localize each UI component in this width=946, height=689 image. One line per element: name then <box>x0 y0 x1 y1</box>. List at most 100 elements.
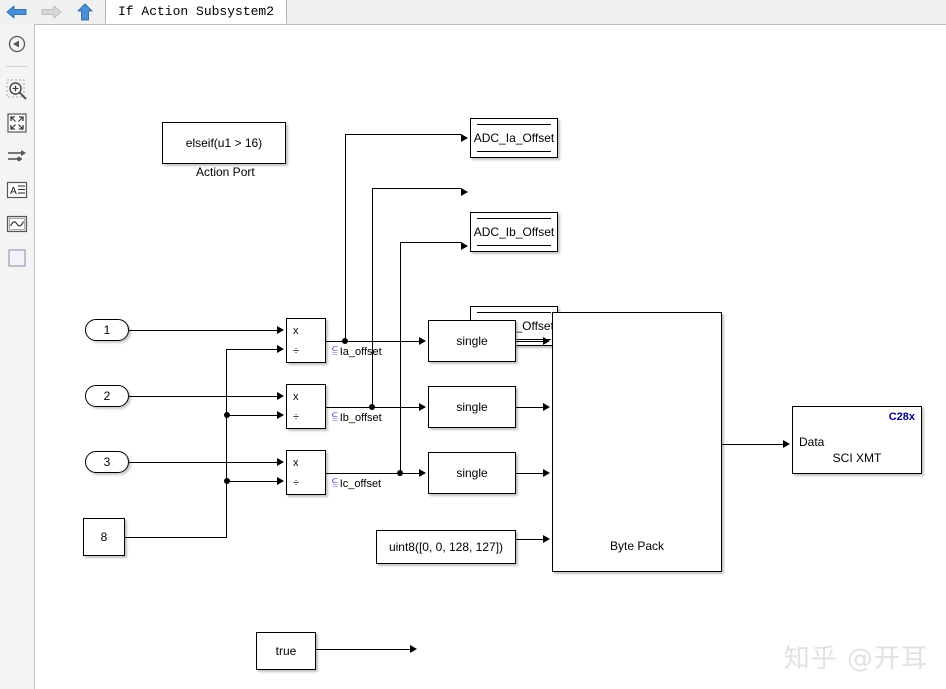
inport-3-label: 3 <box>103 455 111 469</box>
port-arrow-ib-div <box>277 411 284 419</box>
signal-label-ib-offset[interactable]: ⫅ Ib_offset <box>332 411 382 424</box>
forward-button <box>36 1 66 23</box>
inport-2[interactable]: 2 <box>85 385 129 407</box>
port-arrow-bytepack-in1 <box>543 337 550 345</box>
signal-label-text: Ia_offset <box>339 345 382 358</box>
port-arrow-bytepack-in4 <box>543 535 550 543</box>
sci-block-label: SCI XMT <box>832 451 882 465</box>
fit-to-view-icon[interactable] <box>3 109 31 137</box>
port-arrow-ib-mult <box>277 392 284 400</box>
port-arrow-conv-ic-in <box>419 469 426 477</box>
model-tab[interactable]: If Action Subsystem2 <box>105 0 288 24</box>
constant-true-value: true <box>275 644 297 658</box>
zoom-navigate-icon[interactable] <box>3 30 31 58</box>
action-port-block[interactable]: elseif(u1 > 16) <box>162 122 286 164</box>
model-canvas[interactable]: elseif(u1 > 16) Action Port ADC_Ia_Offse… <box>35 25 946 689</box>
signal-marker-icon: ⫅ <box>332 476 338 491</box>
up-to-parent-button[interactable] <box>70 1 100 23</box>
product-block-ib[interactable]: x ÷ <box>286 384 326 429</box>
dsw-bottom-rule <box>477 245 551 246</box>
conversion-type-label: single <box>456 466 488 480</box>
inport-1[interactable]: 1 <box>85 319 129 341</box>
inport-3[interactable]: 3 <box>85 451 129 473</box>
action-port-condition: elseif(u1 > 16) <box>185 136 263 150</box>
constant-true-block[interactable]: true <box>256 632 316 670</box>
port-arrow-sci-in <box>783 440 790 448</box>
signal-label-ia-offset[interactable]: ⫅ Ia_offset <box>332 345 382 358</box>
inport-2-label: 2 <box>103 389 111 403</box>
blank-block-icon[interactable] <box>3 244 31 272</box>
data-store-write-ib[interactable]: ADC_Ib_Offset <box>470 212 558 252</box>
constant-header-block[interactable]: uint8([0, 0, 128, 127]) <box>376 530 516 564</box>
port-arrow-conv-ia-in <box>419 337 426 345</box>
product-div-symbol: ÷ <box>293 411 300 423</box>
constant-divisor-value: 8 <box>100 530 108 544</box>
wire-ib-offset-riser <box>372 188 373 407</box>
port-arrow-offset-done-in <box>410 645 417 653</box>
wire-divisor-to-ib-div <box>226 415 279 416</box>
constant-divisor-block[interactable]: 8 <box>83 518 125 556</box>
product-block-ic[interactable]: x ÷ <box>286 450 326 495</box>
toolbar-divider <box>6 66 28 67</box>
wire-ia-offset-riser <box>345 134 346 341</box>
port-arrow-bytepack-in2 <box>543 403 550 411</box>
signal-routing-icon[interactable] <box>3 142 31 170</box>
wire-const8-out <box>125 537 227 538</box>
sci-xmt-block[interactable]: C28x Data SCI XMT <box>792 406 922 474</box>
wire-header-to-bytepack <box>516 539 545 540</box>
signal-marker-icon: ⫅ <box>332 410 338 425</box>
data-type-conversion-ia[interactable]: single <box>428 320 516 362</box>
port-arrow-ia-mult <box>277 326 284 334</box>
data-type-conversion-ib[interactable]: single <box>428 386 516 428</box>
junction-dot-ia-offset <box>342 338 348 344</box>
wire-ib-offset-to-dsw <box>372 188 461 189</box>
scope-icon[interactable] <box>3 210 31 238</box>
signal-label-ic-offset[interactable]: ⫅ Ic_offset <box>332 477 381 490</box>
title-bar: If Action Subsystem2 <box>0 0 946 25</box>
watermark: 知乎 @开耳 <box>783 644 928 674</box>
junction-dot-ic-offset <box>397 470 403 476</box>
signal-label-text: Ic_offset <box>339 477 382 490</box>
dsw-top-rule <box>477 218 551 219</box>
byte-pack-block[interactable]: Byte Pack <box>552 312 722 572</box>
action-port-caption: Action Port <box>196 165 255 179</box>
junction-dot-ib-offset <box>369 404 375 410</box>
data-store-name-ib: ADC_Ib_Offset <box>473 225 555 239</box>
product-mult-symbol: x <box>293 325 299 337</box>
port-arrow-ic-dsw <box>461 242 468 250</box>
port-arrow-conv-ib-in <box>419 403 426 411</box>
product-block-ia[interactable]: x ÷ <box>286 318 326 363</box>
wire-ic-offset-riser <box>400 242 401 473</box>
wire-ic-offset-to-dsw <box>400 242 461 243</box>
conversion-type-label: single <box>456 400 488 414</box>
junction-dot-divisor-ic <box>224 478 230 484</box>
dsw-top-rule <box>477 124 551 125</box>
back-button[interactable] <box>2 1 32 23</box>
wire-inport3-to-mult <box>129 462 279 463</box>
port-arrow-ia-div <box>277 345 284 353</box>
data-store-write-ia[interactable]: ADC_Ia_Offset <box>470 118 558 158</box>
left-toolbar: A <box>0 24 35 689</box>
wire-ic-offset-to-single <box>326 473 421 474</box>
constant-header-value: uint8([0, 0, 128, 127]) <box>388 540 504 554</box>
inport-1-label: 1 <box>103 323 111 337</box>
port-arrow-ic-mult <box>277 458 284 466</box>
product-div-symbol: ÷ <box>293 477 300 489</box>
data-type-conversion-ic[interactable]: single <box>428 452 516 494</box>
wire-inport2-to-mult <box>129 396 279 397</box>
annotation-icon[interactable]: A <box>3 176 31 204</box>
port-arrow-ib-dsw <box>461 188 468 196</box>
wire-inport1-to-mult <box>129 330 279 331</box>
sci-data-port-label: Data <box>799 435 825 449</box>
port-arrow-bytepack-in3 <box>543 469 550 477</box>
wire-bytepack-to-sci <box>722 444 785 445</box>
zoom-in-icon[interactable] <box>3 76 31 104</box>
wire-divisor-to-ia-div <box>226 349 279 350</box>
wire-divisor-bus-vertical <box>226 349 227 538</box>
data-store-name-ia: ADC_Ia_Offset <box>473 131 555 145</box>
wire-single-ia-to-bytepack <box>516 341 545 342</box>
product-div-symbol: ÷ <box>293 345 300 357</box>
svg-text:A: A <box>10 186 17 197</box>
product-mult-symbol: x <box>293 391 299 403</box>
